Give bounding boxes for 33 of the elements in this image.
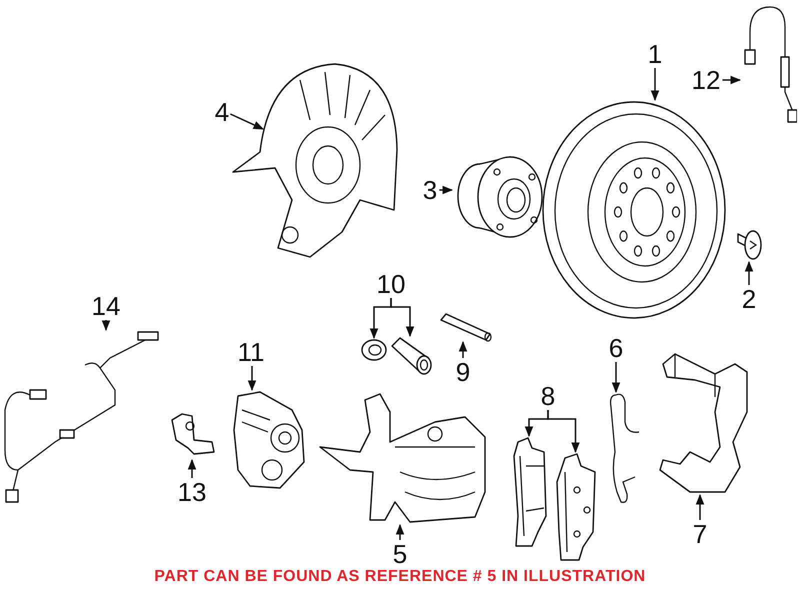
brake-rotor-drawing (540, 100, 728, 320)
callout-number: 13 (178, 478, 206, 506)
callout-number: 14 (92, 292, 120, 320)
callout-number: 3 (422, 176, 438, 204)
bolt-drawing (735, 228, 763, 262)
leader-arrow (722, 76, 742, 84)
leader-arrow (612, 362, 620, 394)
leader-arrow (650, 68, 660, 102)
leader-arrow (439, 186, 454, 194)
callout-number: 10 (376, 270, 406, 298)
callout-number: 1 (648, 40, 662, 68)
leader-arrow (396, 524, 404, 540)
note-text: PART CAN BE FOUND AS REFERENCE # 5 IN ILLUSTRATION (154, 568, 646, 585)
leader-arrow (248, 366, 256, 392)
callout-number: 12 (692, 66, 720, 94)
callout-number: 5 (392, 540, 408, 568)
leader-arrow (744, 260, 754, 285)
boot-drawing (360, 338, 388, 362)
leader-arrow (230, 113, 264, 130)
callout-number: 9 (456, 358, 470, 386)
callout-number: 4 (214, 98, 230, 126)
leader-arrow (102, 320, 110, 332)
leader-arrow (696, 494, 704, 520)
callout-number: 8 (540, 382, 556, 410)
callout-number: 7 (692, 520, 708, 548)
leader-arrow (390, 298, 414, 338)
callout-number: 6 (608, 334, 624, 362)
guide-pin-drawing (438, 312, 493, 342)
leader-arrow (458, 340, 468, 358)
callout-number: 2 (742, 285, 756, 313)
leader-arrow (547, 410, 580, 454)
callout-number: 11 (238, 338, 264, 366)
leader-arrow (188, 458, 196, 478)
